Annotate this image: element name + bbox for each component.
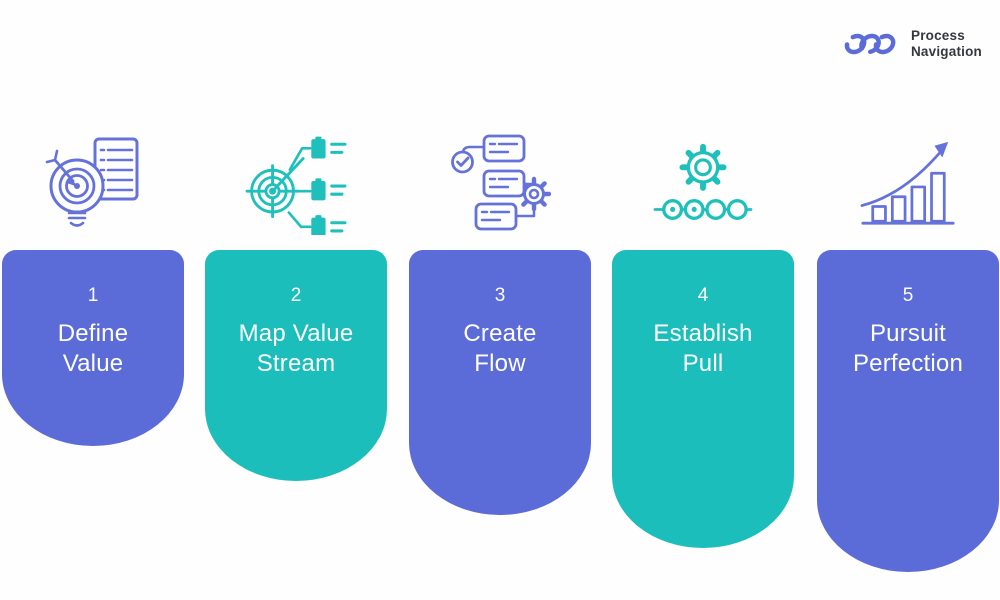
step-card: 5 Pursuit Perfection [817, 250, 999, 572]
step-pursuit-perfection: 5 Pursuit Perfection [817, 0, 999, 600]
step-title: Define Value [57, 320, 129, 377]
step-number: 4 [697, 285, 709, 306]
step-establish-pull: 4 Establish Pull [612, 0, 794, 600]
lightbulb-target-document-icon [2, 131, 184, 237]
step-title: Map Value Stream [238, 320, 354, 377]
gear-conveyor-chain-icon [612, 131, 794, 237]
step-card: 1 Define Value [2, 250, 184, 446]
step-number: 1 [87, 285, 99, 306]
step-number: 5 [902, 285, 914, 306]
step-card: 4 Establish Pull [612, 250, 794, 548]
step-card: 2 Map Value Stream [205, 250, 387, 481]
step-number: 2 [290, 285, 302, 306]
brand-name-line2: Navigation [910, 44, 982, 59]
target-checklist-branches-icon [205, 131, 387, 237]
step-title: Establish Pull [653, 320, 753, 377]
growth-bar-chart-arrow-icon [817, 131, 999, 237]
step-card: 3 Create Flow [409, 250, 591, 515]
flowchart-check-gear-icon [409, 131, 591, 237]
chain-loops-icon [843, 26, 901, 62]
brand-name-line1: Process [910, 28, 965, 43]
step-number: 3 [494, 285, 506, 306]
brand-logo: Process Navigation [843, 26, 982, 62]
step-map-value-stream: 2 Map Value Stream [205, 0, 387, 600]
step-create-flow: 3 Create Flow [409, 0, 591, 600]
step-title: Pursuit Perfection [852, 320, 964, 377]
step-define-value: 1 Define Value [2, 0, 184, 600]
step-title: Create Flow [463, 320, 537, 377]
brand-name: Process Navigation [911, 28, 982, 60]
